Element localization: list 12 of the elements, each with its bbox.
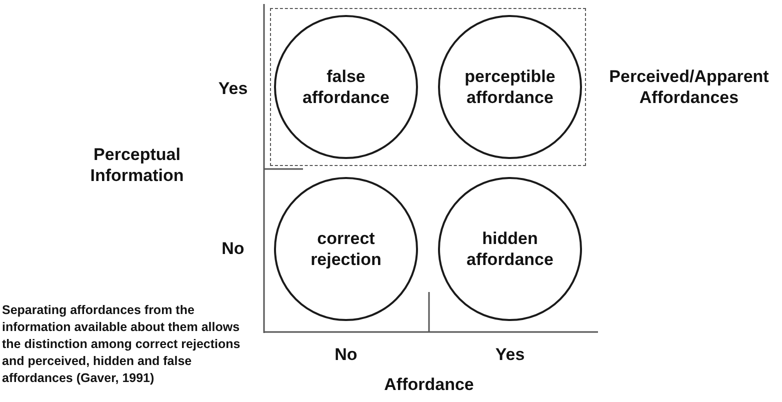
group-heading: Perceived/Apparent Affordances [608,66,770,108]
column-label: No [334,344,358,364]
row-label: No [220,238,246,258]
column-label: Yes [494,344,526,364]
axis-title: Affordance [383,374,475,394]
node-label: correct rejection [310,228,382,270]
axis-title: Perceptual Information [89,144,185,186]
row-label: Yes [217,78,249,98]
node-label: hidden affordance [466,228,554,270]
figure-caption: Separating affordances from the information available about them allows the distinction among correct rejections and perceived, hidden and false affordances (Gaver, 1991) [2,302,242,387]
node-label: perceptible affordance [464,66,556,108]
node-label: false affordance [302,66,390,108]
